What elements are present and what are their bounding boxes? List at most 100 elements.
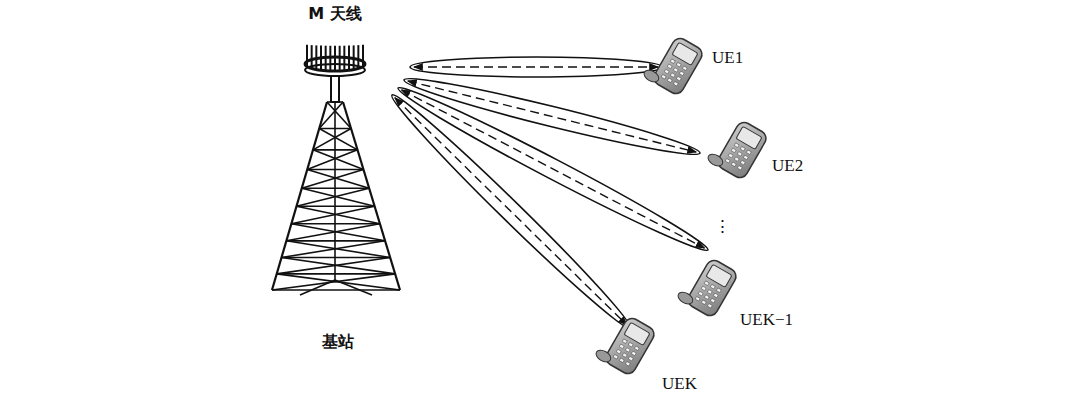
phone-key [664, 69, 669, 74]
tower-brace [307, 150, 357, 170]
antenna-element [315, 45, 317, 68]
phone-key [667, 78, 672, 83]
beam [393, 79, 712, 259]
tower-leg [272, 102, 327, 290]
phone-hinge [642, 68, 661, 85]
phone-key [710, 284, 715, 289]
phone-key [622, 339, 627, 344]
tower-brace [286, 224, 380, 241]
phone-key [704, 281, 709, 286]
antenna-element [325, 46, 327, 70]
phone-key [628, 342, 633, 347]
phone-key [704, 295, 709, 300]
tower-brace [296, 206, 379, 223]
phone-key [625, 348, 630, 353]
phone-key [746, 150, 751, 155]
beam-lobe [410, 57, 662, 77]
phone-key [679, 71, 684, 76]
beam [385, 88, 637, 335]
tower-lattice [272, 102, 400, 295]
phone-screen [624, 322, 650, 345]
phone-key [734, 157, 739, 162]
tower-brace [313, 129, 351, 150]
phone-key [622, 353, 627, 358]
phone-key [673, 81, 678, 86]
tower-rung [296, 205, 374, 207]
beam [410, 57, 662, 77]
phone-key [728, 153, 733, 158]
phone-key [695, 296, 700, 301]
phone-key [628, 356, 633, 361]
tower-rung [272, 289, 400, 291]
phone-key [707, 290, 712, 295]
phone-body [603, 315, 657, 376]
antenna-element [329, 46, 331, 70]
ue-label: UE1 [712, 48, 743, 68]
phone-screen [736, 126, 762, 149]
phone-icon [706, 114, 769, 181]
phone-key [737, 152, 742, 157]
phone-key [707, 303, 712, 308]
ue-label: UEK [662, 374, 697, 394]
antenna-element [353, 45, 355, 68]
phone-key [676, 76, 681, 81]
tower-brace [272, 274, 395, 290]
phone-key [619, 344, 624, 349]
antenna-element [320, 46, 322, 70]
phone-key [661, 74, 666, 79]
phone-key [731, 162, 736, 167]
phone-key [619, 358, 624, 363]
tower-brace [313, 150, 363, 170]
tower-brace [302, 170, 364, 189]
tower-rung [302, 187, 369, 189]
phone-key [734, 143, 739, 148]
tower-leg [343, 102, 400, 290]
antenna-element [334, 46, 336, 70]
beam-arrow [414, 66, 658, 67]
tower-rung [327, 101, 343, 103]
phone-hinge [706, 152, 725, 169]
beam-lobe [393, 79, 712, 259]
tower-rung [286, 240, 385, 242]
tower-rung [313, 149, 358, 151]
phone-key [670, 59, 675, 64]
phone-key [731, 148, 736, 153]
antenna-element [306, 45, 308, 67]
tower-rung [319, 128, 351, 130]
phone-key [701, 300, 706, 305]
phone-key [710, 298, 715, 303]
antenna-element [348, 46, 350, 70]
phone-key [725, 158, 730, 163]
phone-key [670, 73, 675, 78]
ue-label: UE2 [772, 156, 803, 176]
phone-key [701, 286, 706, 291]
phone-key [613, 354, 618, 359]
tower-rung [291, 223, 380, 225]
phone-key [673, 68, 678, 73]
antenna-element [311, 45, 313, 68]
phone-key [698, 291, 703, 296]
phone-key [682, 66, 687, 71]
phone-key [634, 346, 639, 351]
tower-brace [302, 188, 375, 206]
phone-key [740, 160, 745, 165]
antenna-element [357, 45, 359, 68]
tower-rung [307, 169, 363, 171]
phone-icon [642, 30, 705, 97]
phone-screen [706, 264, 732, 287]
beam-lobe [385, 88, 637, 335]
tower-brace [282, 241, 386, 258]
phone-body [715, 119, 769, 180]
phone-key [743, 155, 748, 160]
phone-key [631, 351, 636, 356]
phone-body [685, 257, 739, 318]
tower-brace [291, 206, 374, 223]
antenna-element [343, 46, 345, 70]
phone-key [667, 64, 672, 69]
phone-hinge [676, 290, 695, 307]
phone-key [713, 293, 718, 298]
tower-brace [291, 224, 385, 241]
phone-icon [594, 310, 657, 377]
